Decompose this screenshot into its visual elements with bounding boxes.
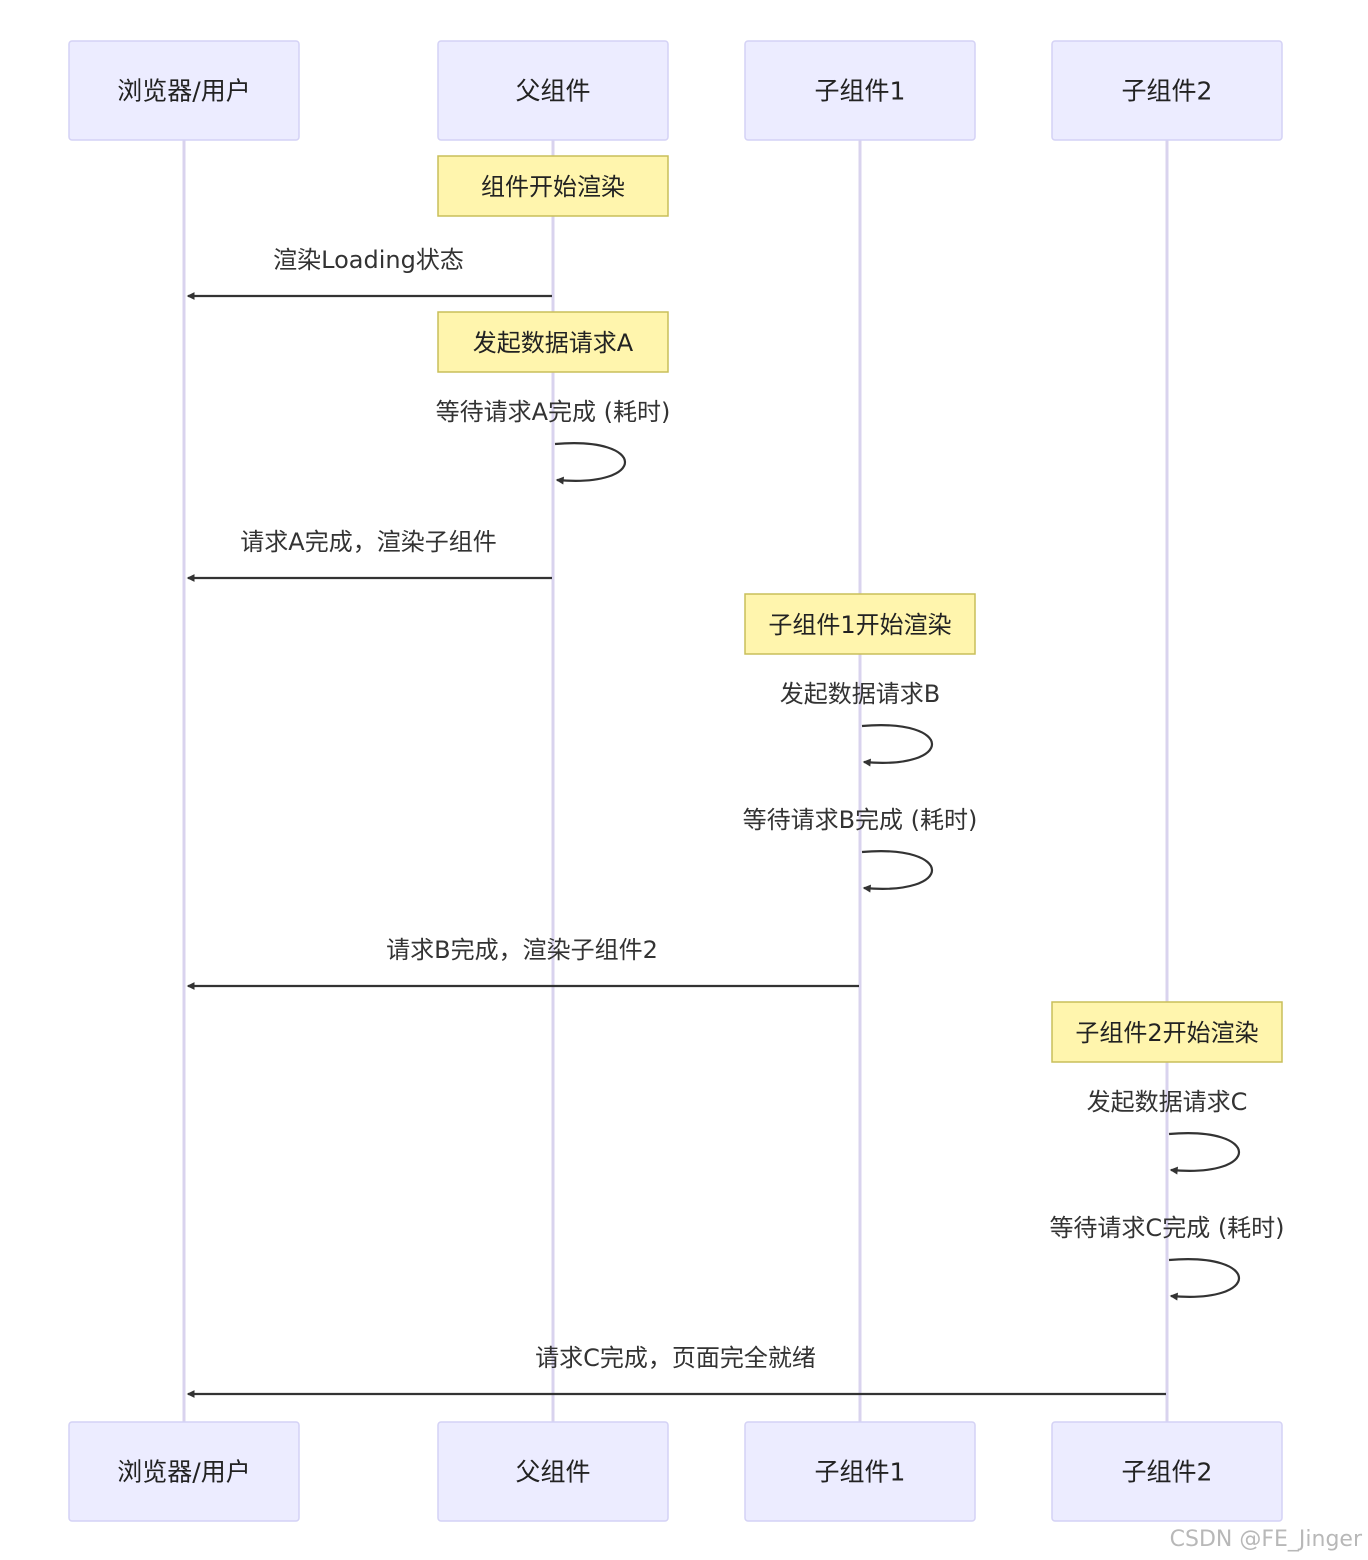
self-message-text: 发起数据请求C [1087, 1088, 1248, 1116]
self-message-text: 等待请求A完成 (耗时) [436, 398, 671, 426]
actor-label: 父组件 [515, 1458, 590, 1487]
self-loop-arrow [861, 724, 934, 767]
message-text: 渲染Loading状态 [273, 246, 464, 274]
actor-label: 父组件 [515, 77, 590, 106]
self-message-10: 发起数据请求C [1087, 1088, 1248, 1175]
actors-bottom: 浏览器/用户 父组件 子组件1 子组件2 [68, 1421, 1283, 1522]
actors-top: 浏览器/用户 父组件 子组件1 子组件2 [68, 40, 1283, 141]
actor-browser-bottom: 浏览器/用户 [68, 1421, 300, 1522]
self-loop-arrow [554, 442, 627, 485]
self-message-text: 发起数据请求B [780, 680, 940, 708]
watermark: CSDN @FE_Jinger [1170, 1527, 1363, 1552]
actor-box [437, 1421, 669, 1522]
note-text: 子组件1开始渲染 [768, 611, 951, 639]
actor-label: 浏览器/用户 [117, 77, 250, 106]
actor-label: 子组件2 [1122, 77, 1213, 106]
self-message-3: 等待请求A完成 (耗时) [436, 398, 671, 485]
actor-child2-bottom: 子组件2 [1051, 1421, 1283, 1522]
self-message-text: 等待请求B完成 (耗时) [743, 806, 978, 834]
actor-box [744, 1421, 976, 1522]
note-text: 发起数据请求A [473, 329, 634, 357]
actor-box [68, 40, 300, 141]
message-4: 请求A完成，渲染子组件 [186, 528, 552, 582]
actor-label: 子组件1 [815, 77, 906, 106]
note-2: 发起数据请求A [437, 311, 669, 373]
actor-child2-top: 子组件2 [1051, 40, 1283, 141]
message-8: 请求B完成，渲染子组件2 [186, 936, 859, 990]
self-message-6: 发起数据请求B [780, 680, 940, 767]
actor-parent-bottom: 父组件 [437, 1421, 669, 1522]
actor-label: 浏览器/用户 [117, 1458, 250, 1487]
self-loop-arrow [861, 850, 934, 893]
message-text: 请求A完成，渲染子组件 [240, 528, 496, 556]
actor-label: 子组件1 [815, 1458, 906, 1487]
self-loop-arrow [1168, 1258, 1241, 1301]
actor-box [1051, 40, 1283, 141]
note-box [437, 155, 669, 217]
note-9: 子组件2开始渲染 [1051, 1001, 1283, 1063]
actor-parent-top: 父组件 [437, 40, 669, 141]
self-loop-arrow [1168, 1132, 1241, 1175]
note-box [744, 593, 976, 655]
actor-child1-bottom: 子组件1 [744, 1421, 976, 1522]
actor-box [744, 40, 976, 141]
self-message-7: 等待请求B完成 (耗时) [743, 806, 978, 893]
actor-label: 子组件2 [1122, 1458, 1213, 1487]
actor-box [437, 40, 669, 141]
self-message-11: 等待请求C完成 (耗时) [1049, 1214, 1285, 1301]
self-message-text: 等待请求C完成 (耗时) [1049, 1214, 1284, 1242]
note-text: 子组件2开始渲染 [1075, 1019, 1258, 1047]
note-5: 子组件1开始渲染 [744, 593, 976, 655]
actor-child1-top: 子组件1 [744, 40, 976, 141]
actor-browser-top: 浏览器/用户 [68, 40, 300, 141]
message-1: 渲染Loading状态 [186, 246, 552, 300]
note-text: 组件开始渲染 [481, 173, 625, 201]
note-0: 组件开始渲染 [437, 155, 669, 217]
note-box [1051, 1001, 1283, 1063]
note-box [437, 311, 669, 373]
lifelines [182, 140, 1169, 1422]
message-text: 请求B完成，渲染子组件2 [386, 936, 658, 964]
message-12: 请求C完成，页面完全就绪 [186, 1344, 1166, 1398]
message-text: 请求C完成，页面完全就绪 [535, 1344, 816, 1372]
actor-box [68, 1421, 300, 1522]
actor-box [1051, 1421, 1283, 1522]
